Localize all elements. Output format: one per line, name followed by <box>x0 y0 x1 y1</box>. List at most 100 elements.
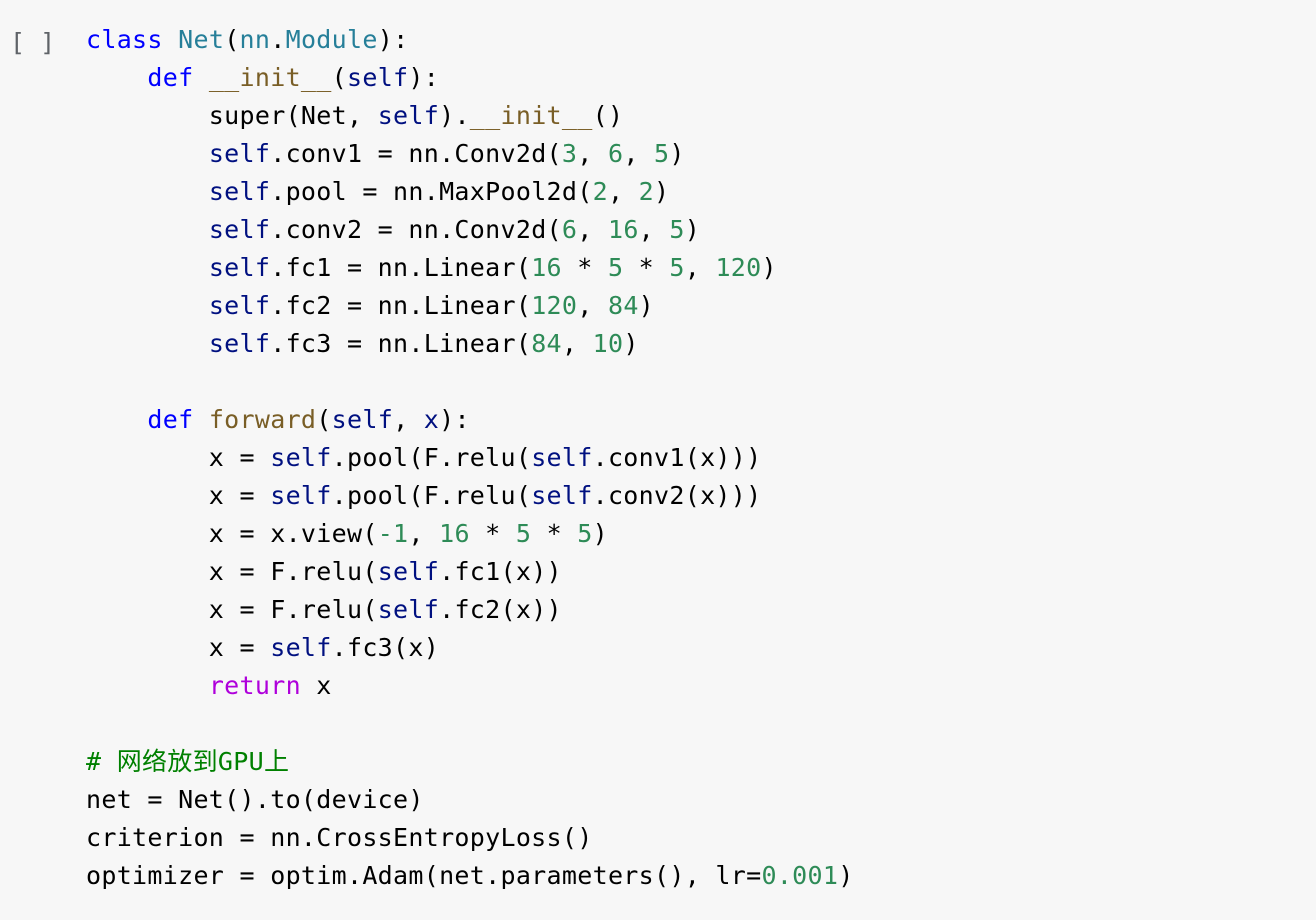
code-token: , <box>577 291 608 320</box>
code-token <box>86 253 209 282</box>
code-token: 84 <box>607 291 639 320</box>
code-token: ) <box>592 519 608 548</box>
code-token: __init__ <box>469 101 593 130</box>
code-line: self.pool = nn.MaxPool2d(2, 2) <box>86 173 854 211</box>
code-token: , <box>684 253 716 282</box>
code-line: class Net(nn.Module): <box>86 21 854 59</box>
code-token: 6 <box>561 215 578 244</box>
code-token <box>86 139 209 168</box>
code-token: def <box>147 405 194 434</box>
code-editor[interactable]: class Net(nn.Module): def __init__(self)… <box>86 21 854 895</box>
code-token: ( <box>224 25 240 54</box>
code-token: , <box>638 215 670 244</box>
code-token <box>163 25 178 54</box>
run-cell-button[interactable]: [ ] <box>10 28 56 57</box>
code-line: self.fc2 = nn.Linear(120, 84) <box>86 287 854 325</box>
code-token: , <box>393 405 424 434</box>
code-token: optimizer = optim.Adam(net.parameters(),… <box>86 861 762 890</box>
code-token: ): <box>377 25 409 54</box>
code-token: . <box>270 25 286 54</box>
code-token: , <box>623 139 655 168</box>
code-token: x = <box>86 443 271 472</box>
code-token <box>86 671 209 700</box>
code-token: nn <box>239 25 271 54</box>
code-token: , <box>577 215 608 244</box>
code-token: .fc3(x) <box>331 633 440 662</box>
code-token: .fc2 = nn.Linear( <box>270 291 532 320</box>
code-token: self <box>208 215 271 244</box>
code-token: 16 <box>607 215 639 244</box>
code-token: .pool(F.relu( <box>331 443 532 472</box>
code-token: self <box>270 443 332 472</box>
code-token: .pool = nn.MaxPool2d( <box>270 177 593 206</box>
code-token: , <box>408 519 440 548</box>
code-line: x = self.pool(F.relu(self.conv2(x))) <box>86 477 854 515</box>
code-token: ) <box>654 177 670 206</box>
code-token: 16 <box>531 253 562 282</box>
code-token <box>86 177 209 206</box>
code-token: 2 <box>592 177 608 206</box>
code-token: 10 <box>592 329 624 358</box>
code-line: criterion = nn.CrossEntropyLoss() <box>86 819 854 857</box>
code-token: criterion = nn.CrossEntropyLoss() <box>86 823 593 852</box>
code-line <box>86 363 854 401</box>
code-line: x = x.view(-1, 16 * 5 * 5) <box>86 515 854 553</box>
code-token: x <box>300 671 332 700</box>
code-token: () <box>592 101 624 130</box>
code-token: x = <box>86 481 271 510</box>
code-line: net = Net().to(device) <box>86 781 854 819</box>
code-token: .conv1(x))) <box>592 443 762 472</box>
code-token: self <box>377 595 440 624</box>
code-token: def <box>147 63 194 92</box>
code-line: x = F.relu(self.fc1(x)) <box>86 553 854 591</box>
code-token: .conv1 = nn.Conv2d( <box>270 139 562 168</box>
code-line: # 网络放到GPU上 <box>86 743 854 781</box>
code-line: def forward(self, x): <box>86 401 854 439</box>
code-token: * <box>531 519 578 548</box>
code-token: , <box>607 177 639 206</box>
code-token: self <box>208 253 271 282</box>
code-token: , <box>561 329 593 358</box>
code-token: __init__ <box>208 63 332 92</box>
code-token: self <box>531 481 593 510</box>
code-token: ( <box>316 405 332 434</box>
code-token: 5 <box>669 215 685 244</box>
code-token: Net <box>178 25 225 54</box>
code-token: 0.001 <box>761 861 839 890</box>
code-token: .pool(F.relu( <box>331 481 532 510</box>
code-token: .conv2(x))) <box>592 481 762 510</box>
code-token: net = Net().to(device) <box>86 785 424 814</box>
code-token: .conv2 = nn.Conv2d( <box>270 215 562 244</box>
code-line: self.fc1 = nn.Linear(16 * 5 * 5, 120) <box>86 249 854 287</box>
code-token: 120 <box>715 253 762 282</box>
code-token: class <box>86 25 163 54</box>
code-token: ) <box>623 329 639 358</box>
code-token: x = F.relu( <box>86 557 378 586</box>
code-token: ). <box>439 101 470 130</box>
code-token: self <box>377 101 440 130</box>
code-token: .fc3 = nn.Linear( <box>270 329 532 358</box>
code-token: ) <box>761 253 777 282</box>
code-token: Module <box>285 25 378 54</box>
code-token: 5 <box>607 253 624 282</box>
code-line: x = self.pool(F.relu(self.conv1(x))) <box>86 439 854 477</box>
code-token: ): <box>408 63 440 92</box>
code-line: self.conv1 = nn.Conv2d(3, 6, 5) <box>86 135 854 173</box>
code-token: 2 <box>638 177 655 206</box>
code-line: x = F.relu(self.fc2(x)) <box>86 591 854 629</box>
code-token <box>86 215 209 244</box>
code-line: return x <box>86 667 854 705</box>
code-token: , <box>577 139 608 168</box>
code-token: 5 <box>577 519 593 548</box>
code-token: 84 <box>531 329 562 358</box>
code-token: 120 <box>531 291 578 320</box>
code-token: ) <box>838 861 854 890</box>
code-token: ): <box>439 405 470 434</box>
code-token <box>86 329 209 358</box>
code-line: def __init__(self): <box>86 59 854 97</box>
code-token: self <box>347 63 409 92</box>
code-token: ( <box>331 63 347 92</box>
code-token: 16 <box>439 519 470 548</box>
code-token: x = <box>86 633 271 662</box>
